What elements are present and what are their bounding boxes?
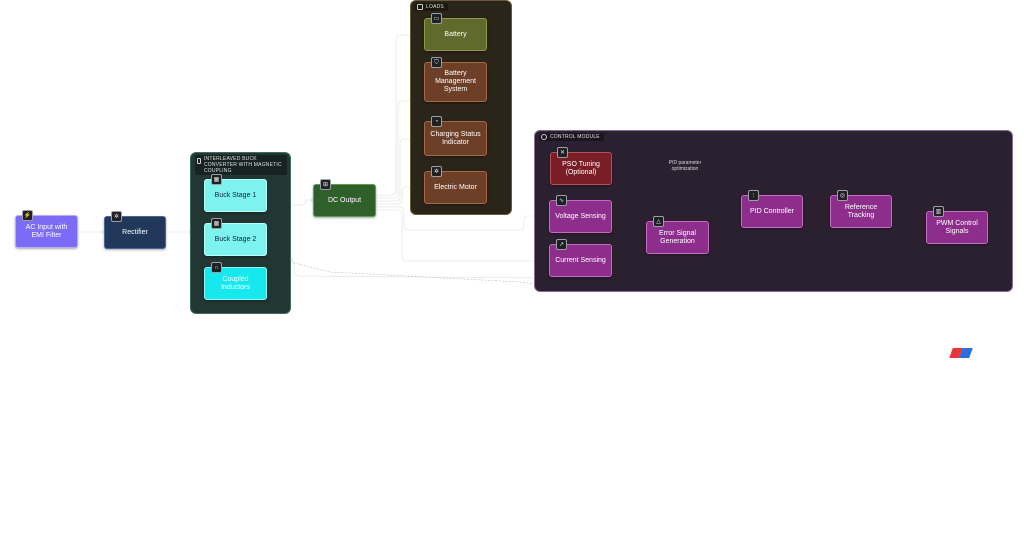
converter-group-label: INTERLEAVED BUCK CONVERTER WITH MAGNETIC… <box>195 155 287 175</box>
bars-icon: ▥ <box>933 206 944 217</box>
current-sensing-node[interactable]: ↗ Current Sensing <box>549 239 612 277</box>
pid-controller-node[interactable]: ⫶ PID Controller <box>741 190 803 228</box>
voltage-sensing-node[interactable]: ∿ Voltage Sensing <box>549 195 612 233</box>
reference-tracking-node[interactable]: ◎ Reference Tracking <box>830 190 892 228</box>
loads-group-label: LOADS <box>415 3 448 11</box>
triangle-icon: △ <box>653 216 664 227</box>
edge-converter-dcoutput <box>290 198 315 206</box>
pso-pid-edge-label: PID parameter optimization <box>668 160 702 172</box>
gear-icon: ✲ <box>111 211 122 222</box>
buck-stage-1-node[interactable]: ▦ Buck Stage 1 <box>204 174 267 212</box>
buck-stage-2-node[interactable]: ▦ Buck Stage 2 <box>204 218 267 256</box>
plug-icon: ⚡ <box>22 210 33 221</box>
edge-dc-motor <box>376 185 425 205</box>
edge-dc-battery <box>376 33 425 196</box>
chip-icon <box>197 158 201 164</box>
coupled-inductors-node[interactable]: ∩ Coupled Inductors <box>204 262 267 300</box>
target-icon: ◎ <box>837 190 848 201</box>
ac-input-node[interactable]: ⚡ AC Input with EMI Filter <box>15 210 78 248</box>
magnet-icon: ∩ <box>211 262 222 273</box>
edge-dc-bms <box>376 99 425 199</box>
pso-tuning-node[interactable]: ✕ PSO Tuning (Optional) <box>550 147 612 185</box>
sliders-icon: ⫶ <box>748 190 759 201</box>
watermark-logo <box>949 348 973 358</box>
logo-mark-icon <box>949 348 973 358</box>
bms-node[interactable]: ⛉ Battery Management System <box>424 57 487 102</box>
pwm-control-node[interactable]: ▥ PWM Control Signals <box>926 206 988 244</box>
electric-motor-node[interactable]: ✲ Electric Motor <box>424 166 487 204</box>
cog-icon: ✲ <box>431 166 442 177</box>
dc-output-node[interactable]: ⊞ DC Output <box>313 179 376 217</box>
battery-node[interactable]: ▭ Battery <box>424 13 487 51</box>
gauge-icon: ◔ <box>431 116 442 127</box>
chip-icon: ▦ <box>211 174 222 185</box>
control-group-label: CONTROL MODULE <box>539 133 604 141</box>
pulse-icon: ∿ <box>556 195 567 206</box>
shield-icon: ⛉ <box>431 57 442 68</box>
chip-icon: ▦ <box>211 218 222 229</box>
output-icon: ⊞ <box>320 179 331 190</box>
edge-dc-voltage <box>376 206 550 231</box>
error-signal-node[interactable]: △ Error Signal Generation <box>646 216 709 254</box>
shuffle-icon: ✕ <box>557 147 568 158</box>
charging-status-node[interactable]: ◔ Charging Status Indicator <box>424 116 487 156</box>
rectifier-node[interactable]: ✲ Rectifier <box>104 211 166 249</box>
battery-icon: ▭ <box>431 13 442 24</box>
edge-dc-charging <box>376 137 425 202</box>
trend-icon: ↗ <box>556 239 567 250</box>
gear-icon <box>541 134 547 140</box>
edge-dc-current <box>376 209 550 263</box>
box-icon <box>417 4 423 10</box>
